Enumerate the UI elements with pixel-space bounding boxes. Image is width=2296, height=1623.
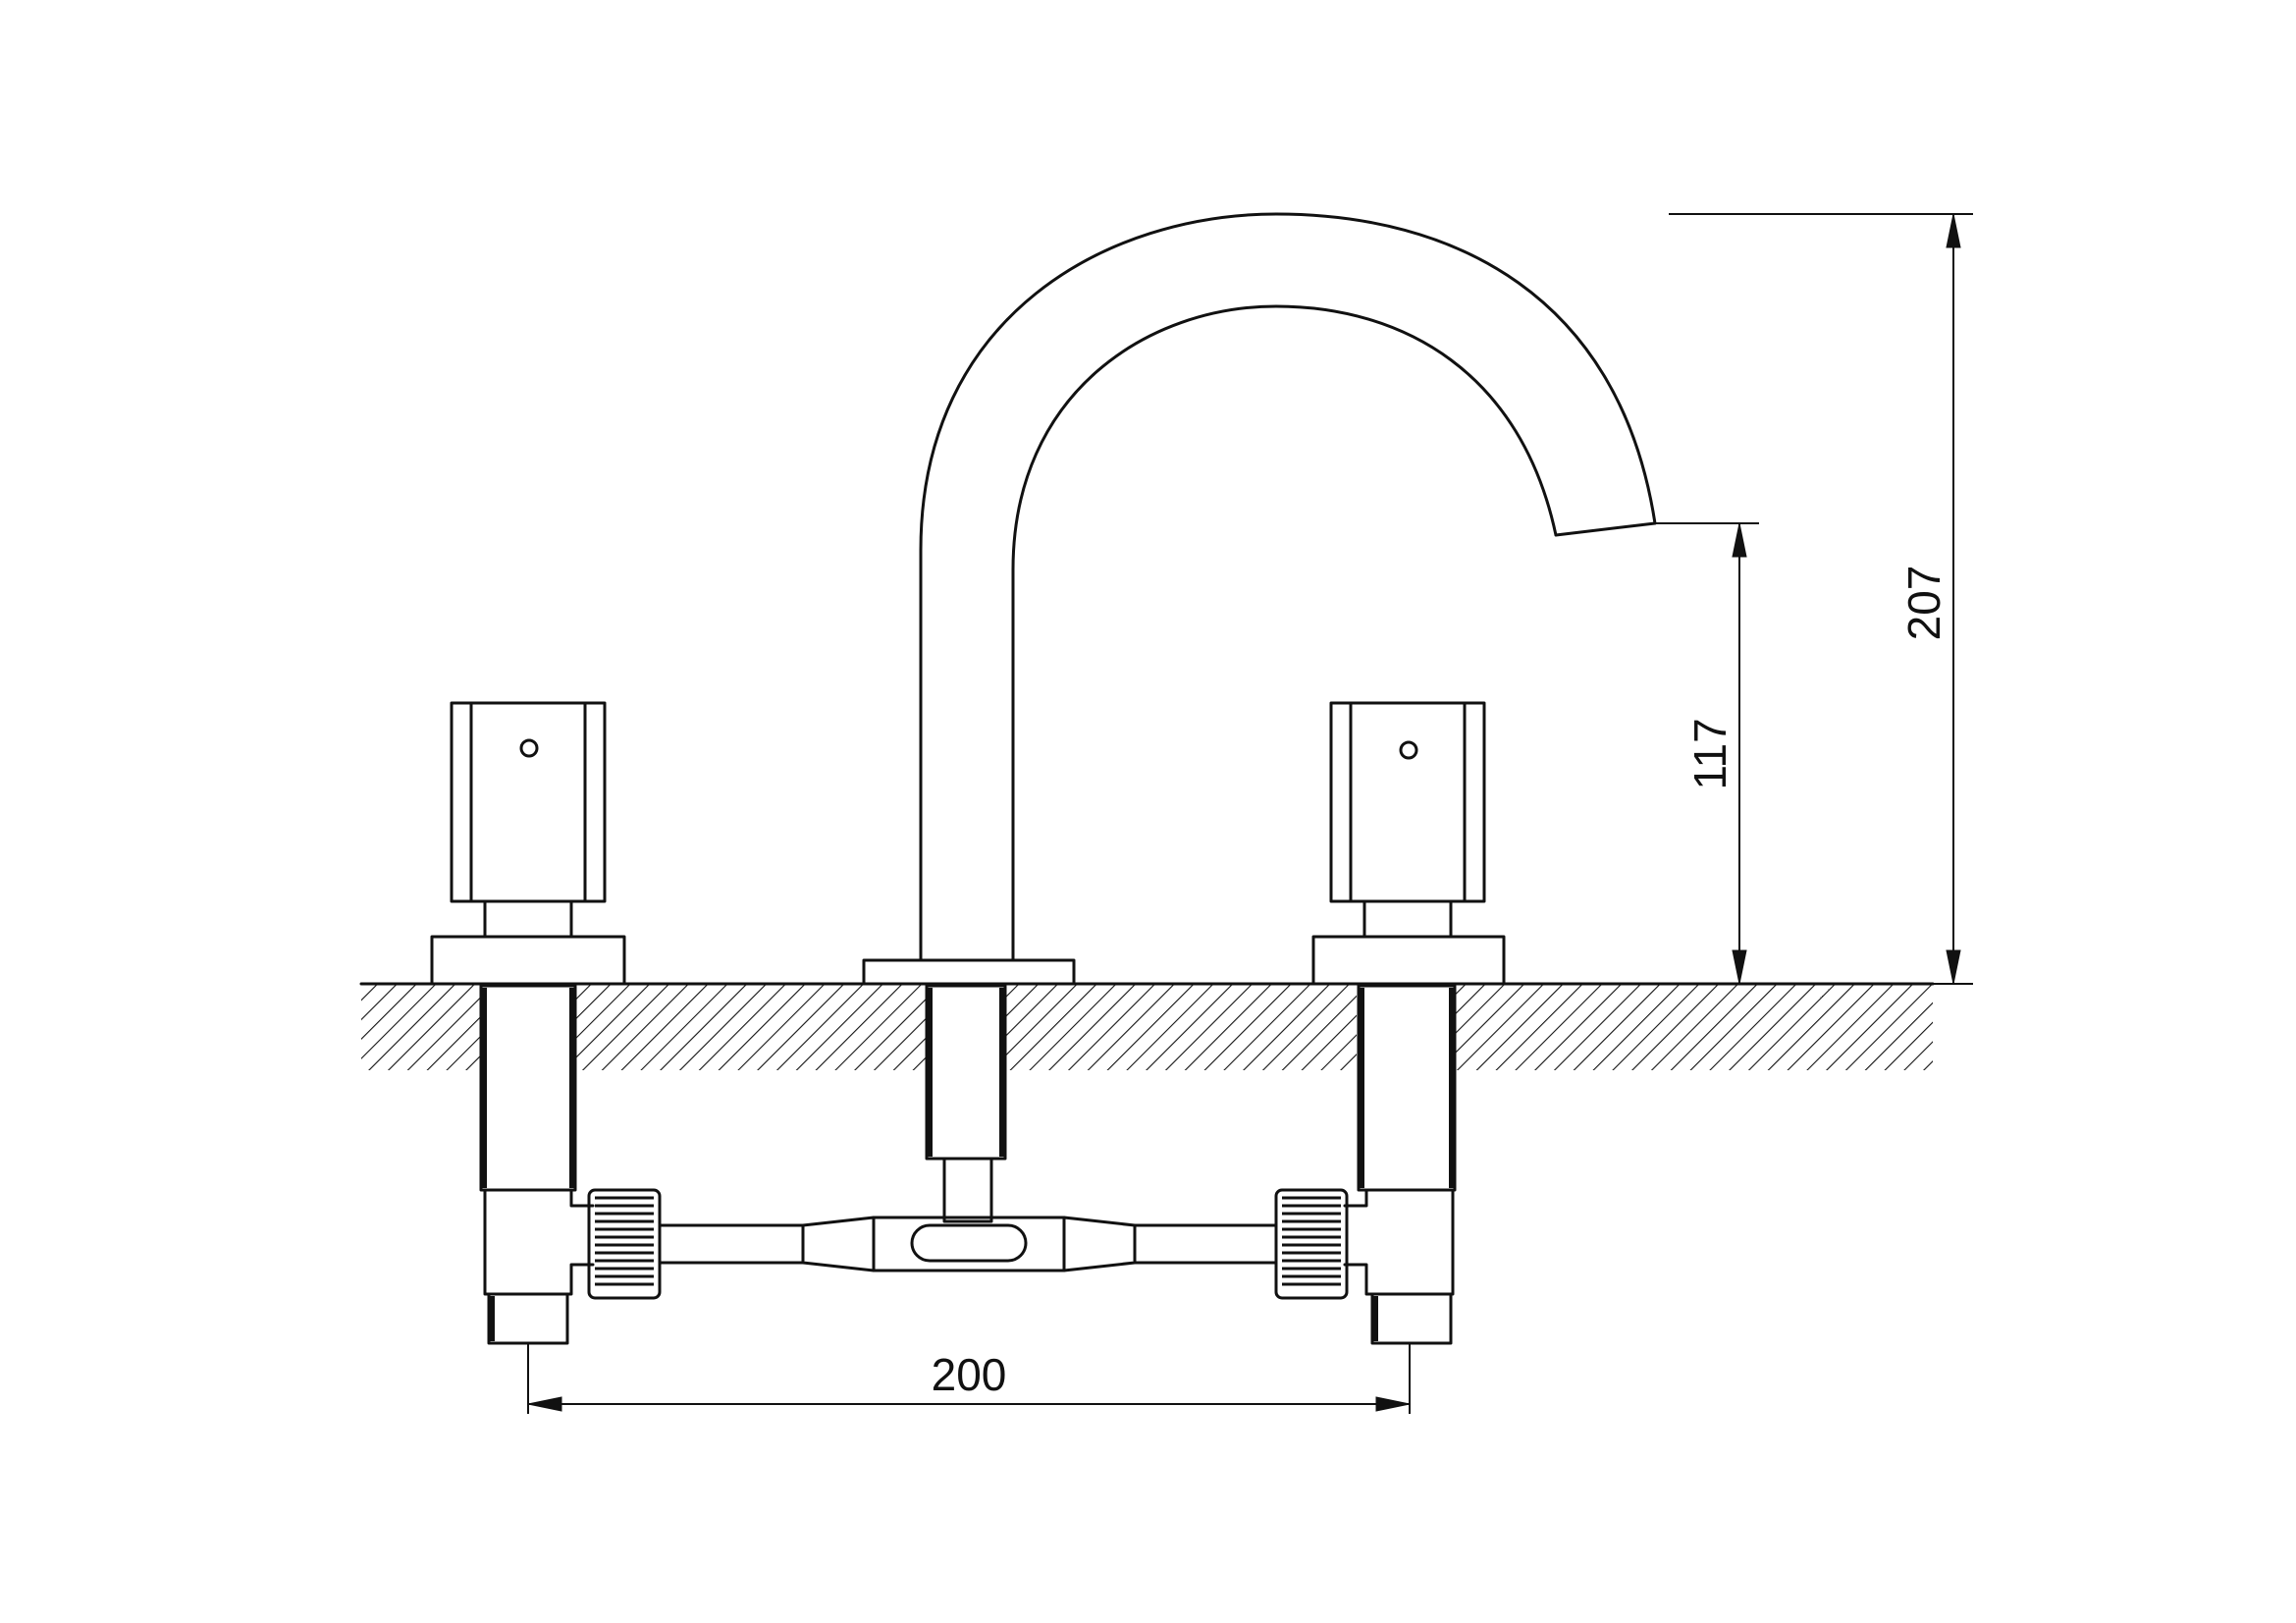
handle-spacing-label: 200 (932, 1349, 1007, 1400)
dimension-overall-height: 207 (1669, 213, 1973, 985)
right-shank (1343, 984, 1457, 1345)
left-handle-stem (483, 899, 573, 939)
spout (862, 212, 1657, 986)
tee-fitting (910, 1223, 1028, 1263)
right-escutcheon (1311, 935, 1506, 986)
right-handle (1311, 701, 1506, 986)
spout-height-label: 117 (1684, 718, 1735, 789)
handle-indicator-dot-right (1399, 740, 1418, 760)
overall-height-label: 207 (1898, 566, 1949, 641)
dimension-spout-height: 117 (1655, 522, 1759, 985)
handle-indicator-dot-left (519, 738, 539, 758)
left-inlet (487, 1292, 569, 1345)
left-handle (430, 701, 626, 986)
right-handle-stem (1362, 899, 1453, 939)
left-escutcheon (430, 935, 626, 986)
supply-connector (658, 1216, 1278, 1272)
left-coupling-nut (587, 1188, 662, 1300)
countertop-section (359, 982, 1935, 1070)
spout-base-plate (862, 958, 1076, 986)
center-shank (925, 984, 1007, 1223)
right-inlet (1370, 1292, 1453, 1345)
right-coupling-nut (1274, 1188, 1349, 1300)
dimension-handle-spacing: 200 (527, 1343, 1411, 1414)
